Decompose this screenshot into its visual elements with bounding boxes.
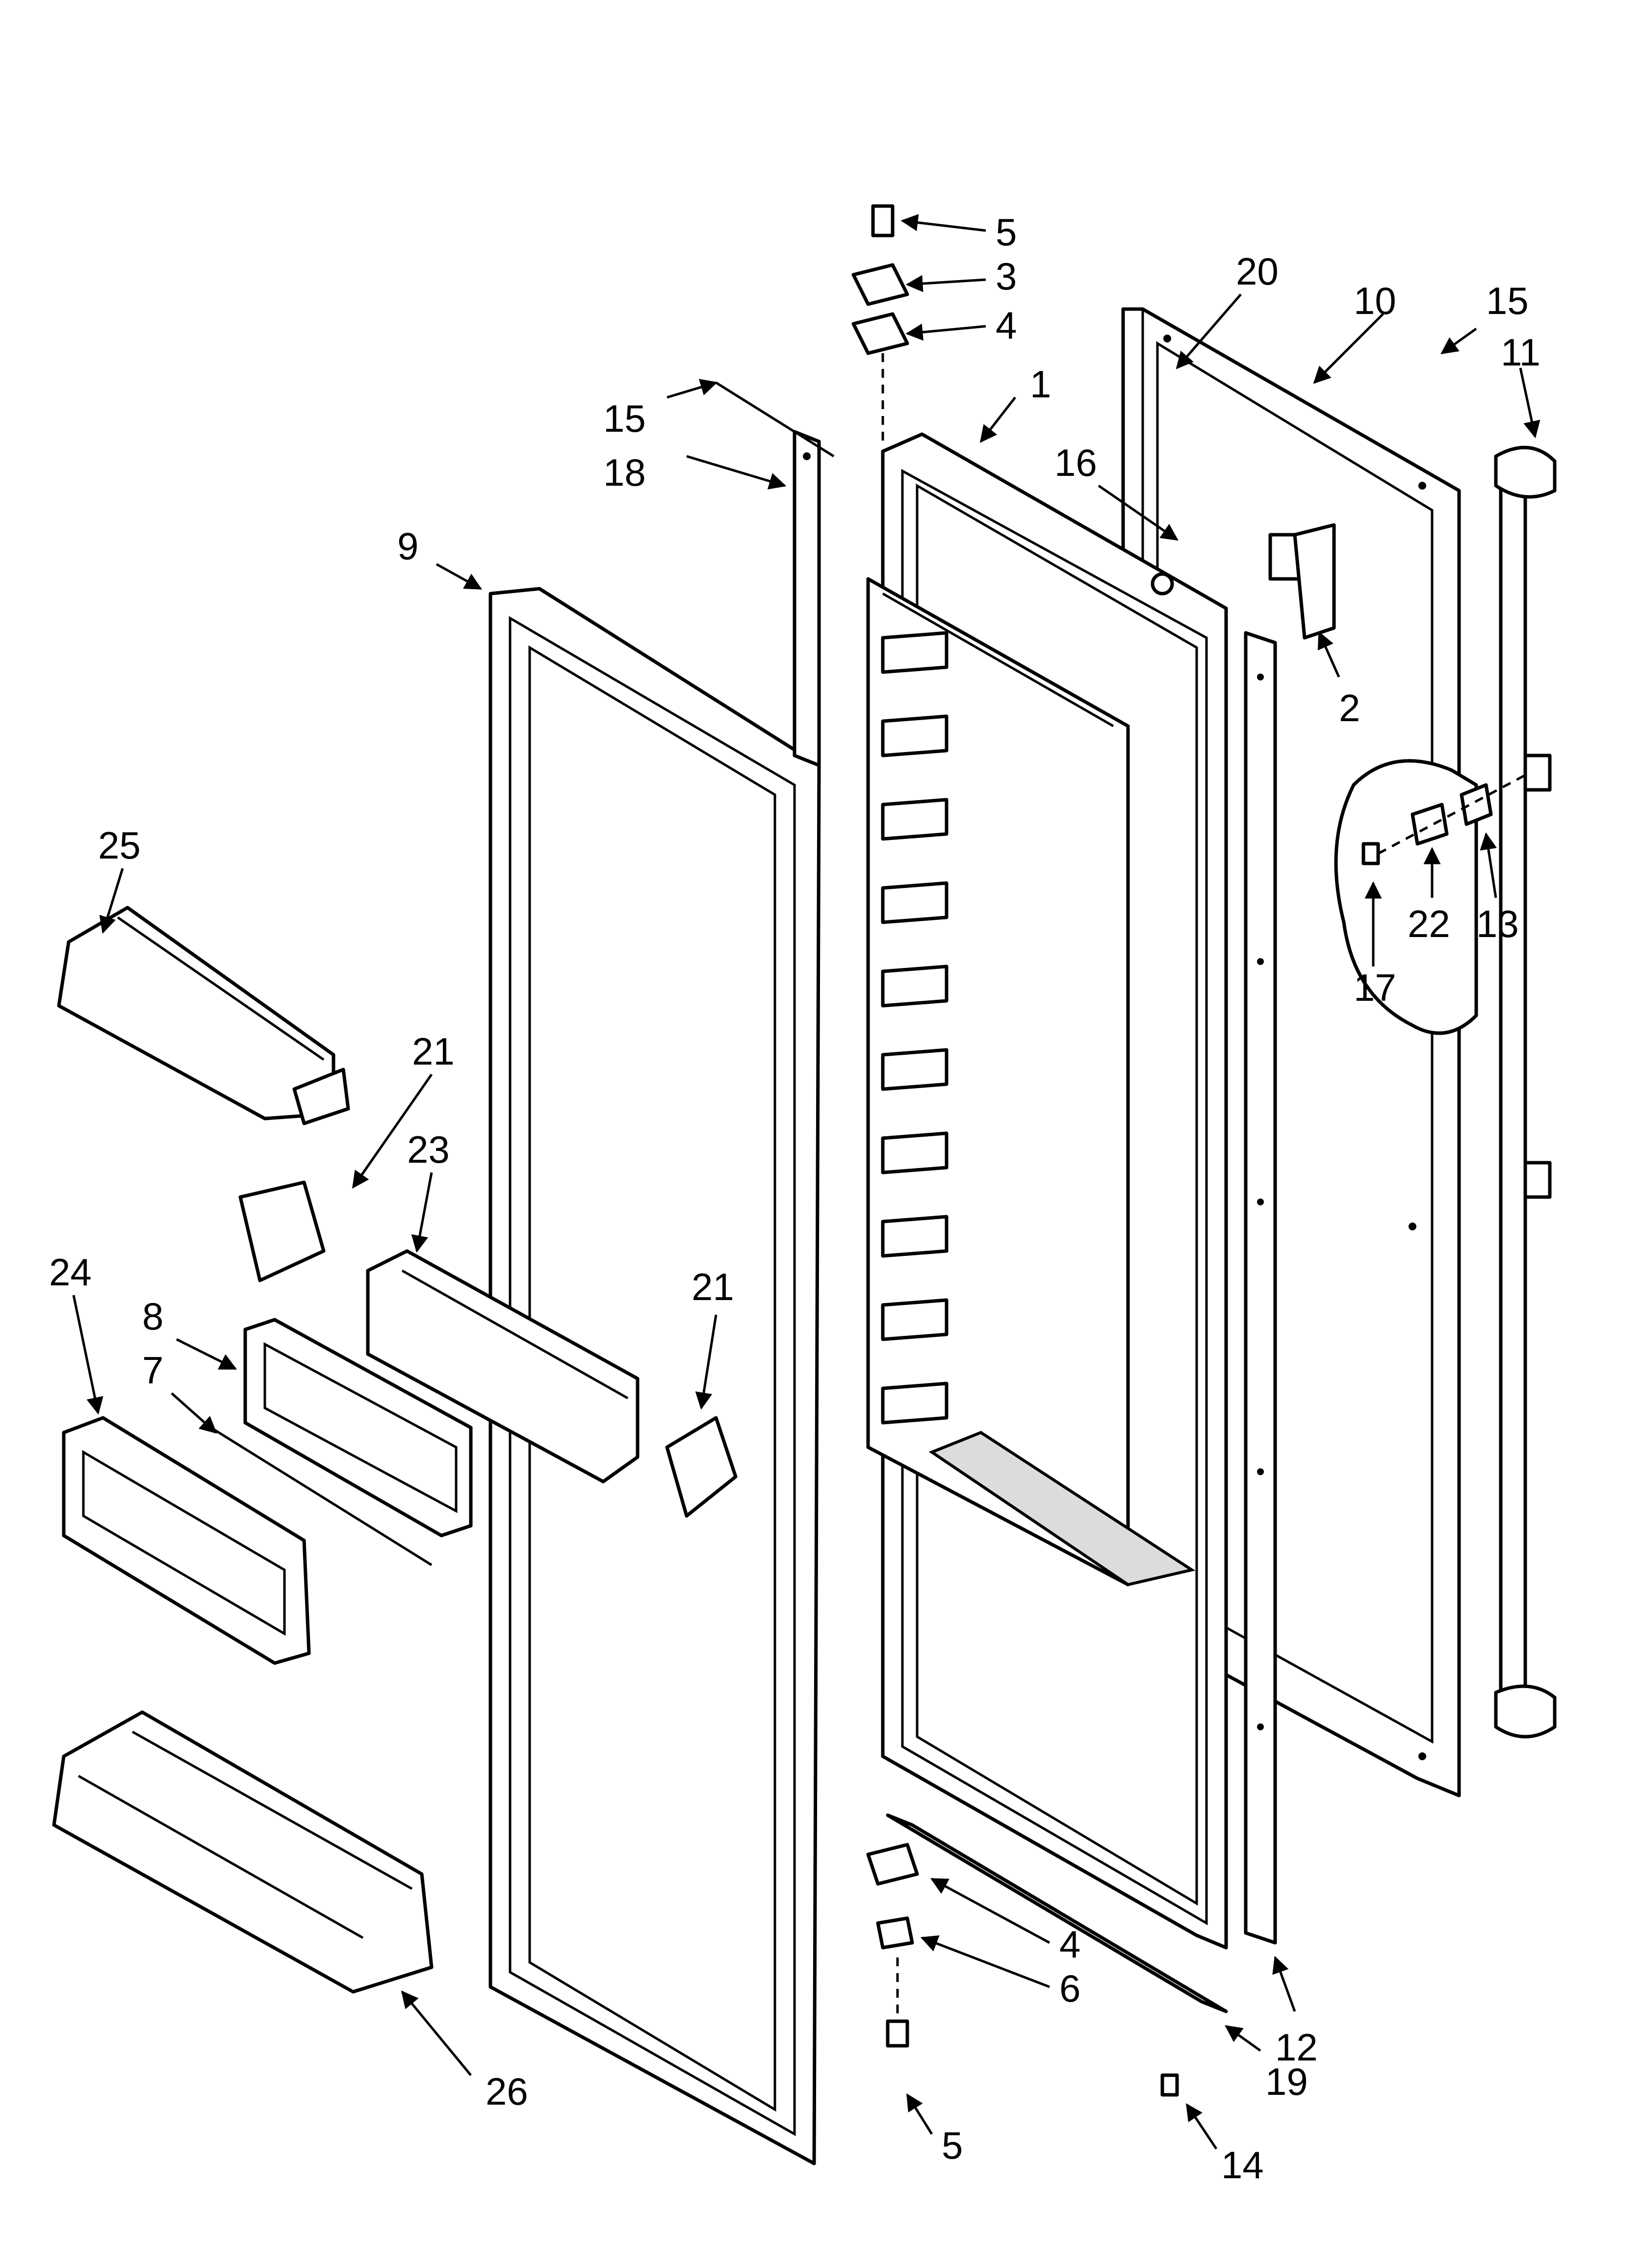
callout-19: 19 (1265, 2060, 1308, 2103)
callout-8: 8 (142, 1295, 163, 1338)
callout-15-left: 15 (603, 397, 646, 440)
bottom-hinge-assembly (866, 1813, 1228, 2097)
callout-5-top: 5 (996, 210, 1017, 254)
callout-1: 1 (1030, 363, 1051, 406)
callout-10: 10 (1354, 279, 1396, 322)
bin-support-right (665, 1416, 738, 1518)
callout-11: 11 (1501, 331, 1540, 374)
callout-4-bottom: 4 (1059, 1923, 1080, 1966)
callout-3: 3 (996, 255, 1017, 298)
callout-13: 13 (1476, 902, 1519, 945)
callout-17: 17 (1354, 966, 1396, 1009)
callout-labels: 1 2 3 4 4 5 5 6 7 8 9 10 11 12 13 14 15 … (49, 210, 1540, 2187)
top-hinge-assembly (851, 204, 1336, 640)
callout-9: 9 (397, 524, 418, 568)
handle-mount-detail (1334, 759, 1526, 1035)
door-bin-upper (57, 906, 350, 1125)
callout-2: 2 (1339, 686, 1360, 730)
callout-24: 24 (49, 1251, 92, 1294)
callout-7: 7 (142, 1349, 163, 1392)
shelf-rail-notches (881, 631, 949, 1425)
callout-18: 18 (603, 451, 646, 494)
dairy-compartment (366, 1249, 640, 1484)
callout-21-left: 21 (412, 1030, 455, 1073)
callout-16: 16 (1054, 441, 1097, 484)
callout-4-top: 4 (996, 304, 1017, 347)
leader-lines (72, 214, 1540, 2150)
bin-support-left (238, 1180, 326, 1282)
callout-23: 23 (407, 1128, 450, 1171)
door-gasket (488, 587, 821, 2165)
callout-12: 12 (1275, 2026, 1318, 2069)
callout-14: 14 (1221, 2143, 1264, 2187)
callout-6: 6 (1059, 1967, 1080, 2010)
callout-15-right: 15 (1486, 279, 1529, 322)
door-liner (866, 432, 1228, 1950)
dairy-door-frame (243, 1318, 473, 1538)
callout-20: 20 (1236, 250, 1279, 293)
hinge-side-trim (793, 430, 821, 767)
callout-26: 26 (486, 2070, 528, 2113)
door-bin-lower (52, 1710, 434, 1994)
door-handle (1494, 445, 1557, 1739)
callout-25: 25 (98, 824, 141, 867)
dairy-door-pin (210, 1426, 433, 1566)
dairy-door (62, 1416, 311, 1665)
callout-5-bottom: 5 (942, 2124, 963, 2167)
callout-22: 22 (1408, 902, 1450, 945)
side-trim-strip (1244, 631, 1277, 1945)
callout-21-right: 21 (692, 1265, 734, 1308)
